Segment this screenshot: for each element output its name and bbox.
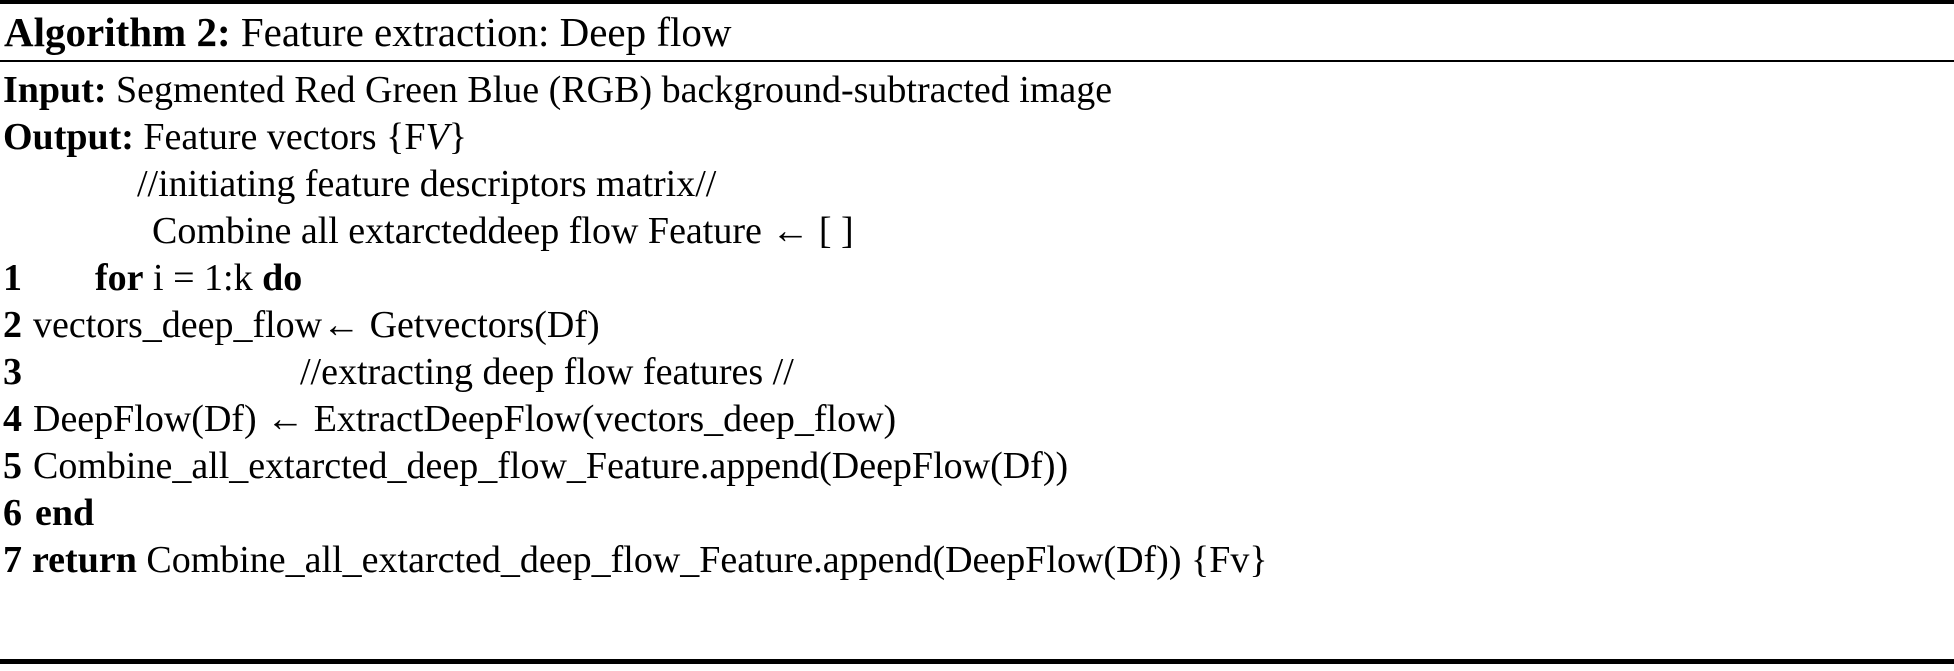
code-line: 6 end (0, 490, 1954, 537)
code-line: 3 //extracting deep flow features // (0, 349, 1954, 396)
code-text-segment: for (95, 257, 144, 299)
code-line-text: DeepFlow(Df) ← ExtractDeepFlow(vectors_d… (33, 396, 1954, 443)
code-line: 4 DeepFlow(Df) ← ExtractDeepFlow(vectors_… (0, 396, 1954, 443)
code-line-text: //extracting deep flow features // (300, 349, 1954, 396)
code-line: Output: Feature vectors {FV} (0, 114, 1954, 161)
line-number: 5 (3, 445, 22, 487)
code-line: Combine all extarcteddeep flow Feature ←… (0, 208, 1954, 255)
code-text-segment: Input: (3, 69, 107, 111)
code-line-text: //initiating feature descriptors matrix/… (137, 161, 1954, 208)
code-text-segment: Combine_all_extarcted_deep_flow_Feature.… (33, 445, 1069, 487)
code-text-segment: V (425, 116, 449, 158)
algorithm-body: Input: Segmented Red Green Blue (RGB) ba… (0, 67, 1954, 584)
code-line: 1 for i = 1:k do (0, 255, 1954, 302)
bottom-rule (0, 659, 1954, 664)
code-text-segment: vectors_deep_flow← Getvectors(Df) (33, 304, 600, 346)
code-line-text: end (35, 490, 1954, 537)
code-line: 5 Combine_all_extarcted_deep_flow_Feature… (0, 443, 1954, 490)
code-line-text: vectors_deep_flow← Getvectors(Df) (33, 302, 1954, 349)
code-text-segment: Segmented Red Green Blue (RGB) backgroun… (106, 69, 1113, 111)
line-number: 7 (3, 539, 22, 581)
code-text-segment: DeepFlow(Df) ← ExtractDeepFlow(vectors_d… (33, 398, 897, 440)
code-line-text: for i = 1:k do (95, 255, 1954, 302)
code-text-segment: //initiating feature descriptors matrix/… (137, 163, 717, 205)
code-line-text: Input: Segmented Red Green Blue (RGB) ba… (3, 67, 1954, 114)
line-number: 1 (3, 257, 22, 299)
code-line-text: Combine all extarcteddeep flow Feature ←… (152, 208, 1954, 255)
line-number: 2 (3, 304, 22, 346)
code-line-text: Output: Feature vectors {FV} (3, 114, 1954, 161)
code-line-text: Combine_all_extarcted_deep_flow_Feature.… (33, 443, 1954, 490)
line-number: 4 (3, 398, 22, 440)
line-number: 3 (3, 351, 22, 393)
algorithm-title-row: Algorithm 2: Feature extraction: Deep fl… (0, 4, 1954, 62)
algorithm-title: Feature extraction: Deep flow (230, 9, 732, 55)
code-text-segment: Combine_all_extarcted_deep_flow_Feature.… (136, 539, 1268, 581)
code-text-segment: do (262, 257, 303, 299)
code-text-segment: return (32, 539, 137, 581)
code-line-text: return Combine_all_extarcted_deep_flow_F… (32, 537, 1954, 584)
code-line: //initiating feature descriptors matrix/… (0, 161, 1954, 208)
code-text-segment: end (35, 492, 95, 534)
code-text-segment: Output: (3, 116, 134, 158)
algorithm-label: Algorithm 2: (4, 9, 231, 55)
line-number: 6 (3, 492, 22, 534)
code-line: 2 vectors_deep_flow← Getvectors(Df) (0, 302, 1954, 349)
code-text-segment: i = 1:k (143, 257, 263, 299)
code-text-segment: Combine all extarcteddeep flow Feature ←… (152, 210, 854, 252)
code-text-segment: } (448, 116, 467, 158)
top-rule (0, 0, 1954, 4)
code-text-segment: Feature vectors {F (133, 116, 426, 158)
code-text-segment: //extracting deep flow features // (300, 351, 794, 393)
code-line: Input: Segmented Red Green Blue (RGB) ba… (0, 67, 1954, 114)
